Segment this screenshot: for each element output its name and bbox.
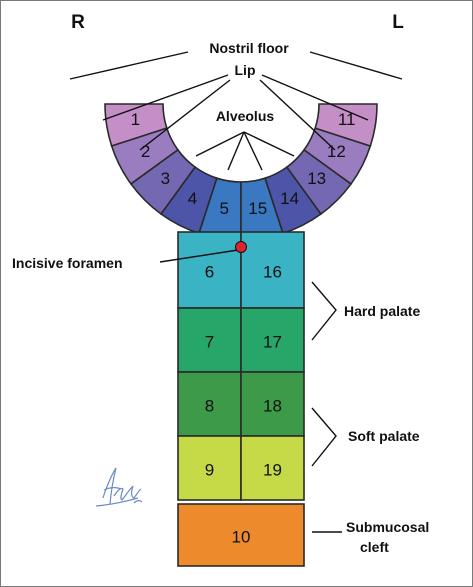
palate-cell-left (240, 307, 305, 373)
alveolus-leader-4 (243, 131, 295, 157)
palate-cell-left (240, 231, 305, 309)
palate-cell-right (177, 307, 242, 373)
nostril-floor-label: Nostril floor (209, 40, 289, 56)
arch-segment-number: 1 (131, 110, 140, 129)
palate-cell-right-number: 9 (205, 460, 214, 479)
arch-segment-number: 13 (307, 169, 326, 188)
lip-label: Lip (235, 62, 256, 78)
hard-palate-label: Hard palate (344, 303, 420, 319)
submucosal-cell (177, 503, 305, 567)
alveolus-leader-1 (195, 131, 245, 157)
arch-segment-number: 11 (338, 110, 356, 129)
nostril-floor-leader-right (69, 51, 189, 80)
alveolus-label: Alveolus (216, 108, 275, 124)
arch-segment-number: 5 (220, 199, 229, 218)
arch-segment-number: 14 (280, 189, 299, 208)
palate-cell-left (240, 371, 305, 437)
submucosal-cell-number: 10 (232, 527, 251, 546)
incisive-foramen-dot (235, 241, 247, 253)
arch-segment-number: 3 (161, 169, 170, 188)
arch-segment-number: 15 (248, 199, 267, 218)
palate-cell-right-number: 7 (205, 332, 214, 351)
submucosal-cleft-label-line2: cleft (360, 539, 389, 555)
lip-leader-4 (259, 79, 336, 151)
palate-cell-left-number: 16 (263, 262, 282, 281)
nostril-floor-label-bg (192, 38, 306, 58)
alveolus-leader-2 (227, 131, 245, 171)
left-side-marker: L (392, 12, 404, 33)
palate-cell-left (240, 435, 305, 501)
lip-label-bg (230, 60, 260, 80)
alveolus-leader-3 (243, 131, 263, 171)
palate-cell-left-number: 19 (263, 460, 282, 479)
soft-palate-label: Soft palate (348, 428, 420, 444)
alveolus-label-bg (205, 105, 285, 127)
incisive-foramen-label: Incisive foramen (12, 255, 123, 271)
leader-lines (69, 51, 403, 533)
author-signature (95, 467, 143, 507)
submucosal-cleft-label-line1: Submucosal (346, 519, 429, 535)
soft-palate-bracket (311, 407, 337, 467)
arch-segment-number: 4 (188, 189, 197, 208)
arch-segment (314, 103, 378, 148)
hard-palate-bracket (311, 281, 337, 341)
palate-cell-right (177, 231, 242, 309)
arch-segment-number: 2 (141, 142, 150, 161)
right-side-marker: R (71, 12, 85, 33)
nostril-floor-leader-left (309, 51, 403, 80)
lip-leader-1 (102, 74, 229, 121)
palate-cell-right (177, 371, 242, 437)
incisive-foramen-leader (159, 249, 239, 263)
palate-cell-left-number: 18 (263, 396, 282, 415)
palate-cell-right-number: 8 (205, 396, 214, 415)
lip-leader-3 (261, 74, 369, 121)
palate-cell-right-number: 6 (205, 262, 214, 281)
palate-cell-right (177, 435, 242, 501)
lip-leader-2 (139, 79, 231, 151)
palate-grid: 6 16 7 17 8 18 9 19 10 (177, 231, 305, 567)
palate-cell-left-number: 17 (263, 332, 282, 351)
